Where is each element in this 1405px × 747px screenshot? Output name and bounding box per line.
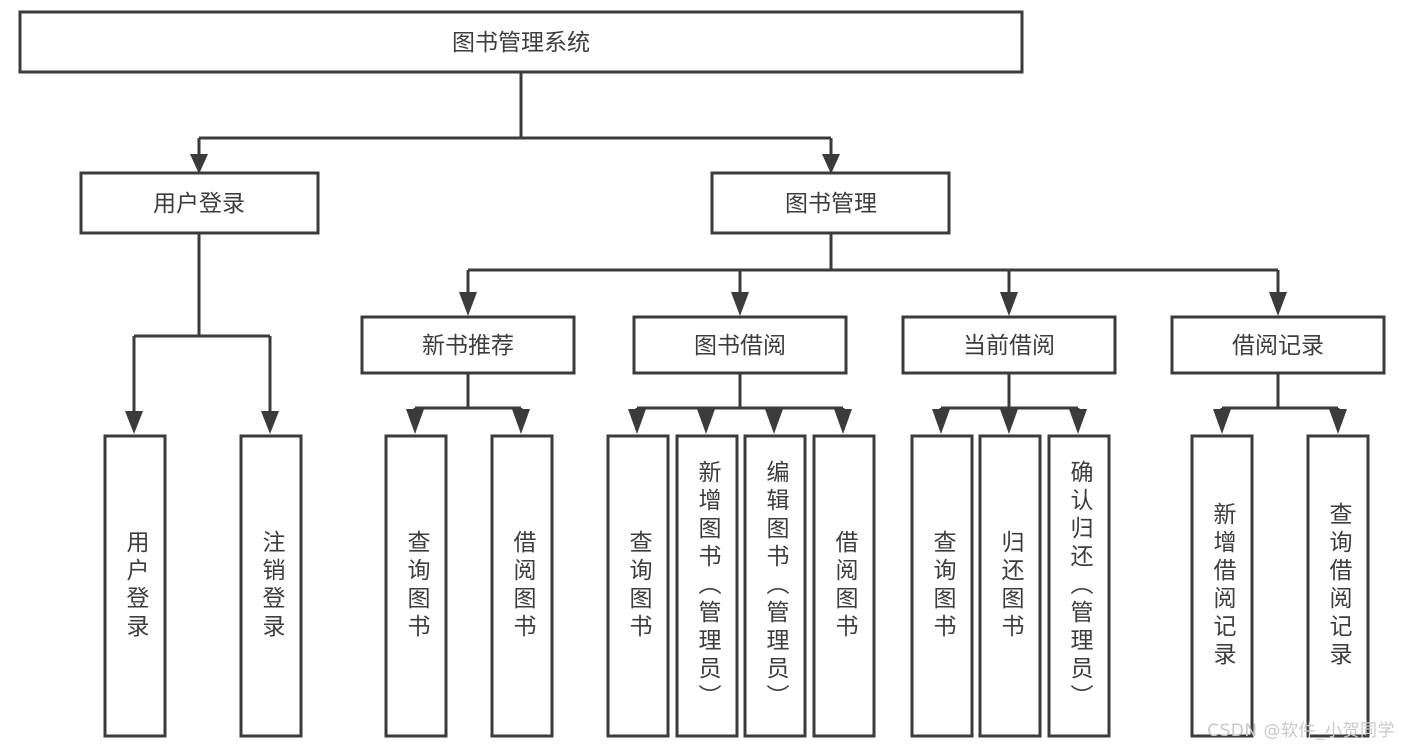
leaf-new-book-rec-0-label: 查询图书 [403, 530, 431, 642]
leaf-book-borrow-0-box [606, 434, 670, 738]
arrow-head-current-borrow [1000, 292, 1018, 316]
arrow-head-current-borrow-leaf-1 [1000, 409, 1018, 434]
leaf-user-login-1-box [239, 434, 303, 738]
leaf-current-borrow-2-box [1047, 434, 1111, 738]
leaf-user-login-1-label: 注销登录 [258, 530, 286, 642]
node-book-manage-label: 图书管理 [785, 191, 877, 217]
arrow-head-new-book-rec-leaf-0 [406, 409, 424, 434]
arrow-head-current-borrow-leaf-2 [1069, 409, 1087, 434]
arrow-head-user-login-leaf-0 [125, 411, 143, 434]
node-current-borrow-box [901, 315, 1117, 375]
node-root-label: 图书管理系统 [452, 30, 590, 56]
leaf-borrow-record-1-label: 查询借阅记录 [1325, 502, 1353, 670]
node-book-borrow[interactable]: 图书借阅 [632, 315, 848, 375]
arrow-head-new-book-rec-leaf-1 [512, 409, 530, 434]
arrow-head-borrow-record-leaf-0 [1213, 409, 1231, 434]
node-new-book-rec-label: 新书推荐 [422, 333, 514, 359]
leaf-new-book-rec-1-label: 借阅图书 [509, 530, 537, 642]
arrow-head-book-manage [822, 154, 840, 174]
connector-group-current-borrow [932, 373, 1087, 434]
connector-group-root [190, 72, 840, 174]
leaf-borrow-record-0-box [1190, 434, 1254, 738]
leaf-current-borrow-0-box [910, 434, 974, 738]
leaf-book-borrow-3-box [812, 434, 876, 738]
leaf-new-book-rec-1-box [490, 434, 554, 738]
arrow-head-book-borrow-leaf-3 [834, 409, 852, 434]
arrow-head-user-login [190, 154, 208, 174]
leaf-borrow-record-0-label: 新增借阅记录 [1209, 502, 1237, 670]
leaf-node[interactable]: 查询图书 [606, 434, 670, 738]
leaf-node[interactable]: 借阅图书 [812, 434, 876, 738]
leaf-new-book-rec-0-box [384, 434, 448, 738]
leaf-node[interactable]: 归还图书 [978, 434, 1042, 738]
node-book-manage[interactable]: 图书管理 [710, 171, 951, 235]
leaf-current-borrow-0-label: 查询图书 [929, 530, 957, 642]
arrow-head-book-borrow [731, 292, 749, 316]
node-current-borrow[interactable]: 当前借阅 [901, 315, 1117, 375]
arrow-head-borrow-record [1269, 292, 1287, 316]
node-book-manage-box [710, 171, 951, 235]
node-borrow-record-box [1170, 315, 1386, 375]
leaf-node[interactable]: 编辑图书（管理员） [743, 434, 807, 738]
node-new-book-rec-box [360, 315, 576, 375]
connector-group-book-borrow [628, 373, 852, 434]
leaf-user-login-0-label: 用户登录 [122, 530, 150, 642]
leaf-borrow-record-1-box [1306, 434, 1370, 738]
node-new-book-rec[interactable]: 新书推荐 [360, 315, 576, 375]
node-book-borrow-box [632, 315, 848, 375]
leaf-book-borrow-1-box [675, 434, 739, 738]
node-current-borrow-label: 当前借阅 [963, 333, 1055, 359]
arrow-head-book-borrow-leaf-2 [765, 409, 783, 434]
arrow-head-book-borrow-leaf-1 [697, 409, 715, 434]
leaf-node[interactable]: 查询图书 [384, 434, 448, 738]
leaf-book-borrow-0-label: 查询图书 [625, 530, 653, 642]
leaf-node[interactable]: 新增图书（管理员） [675, 434, 739, 738]
node-root-box [18, 10, 1024, 74]
connector-group-book-manage [459, 233, 1287, 316]
leaf-book-borrow-2-label: 编辑图书（管理员） [762, 460, 790, 712]
arrow-head-borrow-record-leaf-1 [1329, 409, 1347, 434]
leaf-node[interactable]: 查询借阅记录 [1306, 434, 1370, 738]
connector-group-new-book-rec [406, 373, 530, 434]
leaf-node[interactable]: 新增借阅记录 [1190, 434, 1254, 738]
leaf-book-borrow-3-label: 借阅图书 [831, 530, 859, 642]
node-book-borrow-label: 图书借阅 [694, 333, 786, 359]
leaf-node[interactable]: 注销登录 [239, 434, 303, 738]
leaf-node[interactable]: 借阅图书 [490, 434, 554, 738]
leaf-node[interactable]: 确认归还（管理员） [1047, 434, 1111, 738]
leaf-book-borrow-2-box [743, 434, 807, 738]
leaf-current-borrow-1-label: 归还图书 [997, 530, 1025, 642]
arrow-head-new-book-rec [459, 292, 477, 316]
leaf-current-borrow-2-label: 确认归还（管理员） [1066, 460, 1094, 712]
arrow-head-book-borrow-leaf-0 [628, 409, 646, 434]
node-root[interactable]: 图书管理系统 [18, 10, 1024, 74]
leaf-node[interactable]: 用户登录 [103, 434, 167, 738]
node-user-login[interactable]: 用户登录 [79, 171, 320, 235]
arrow-head-user-login-leaf-1 [261, 411, 279, 434]
connector-group-borrow-record [1213, 373, 1347, 434]
connector-group-user-login [125, 233, 279, 434]
arrow-head-current-borrow-leaf-0 [932, 409, 950, 434]
node-borrow-record-label: 借阅记录 [1232, 333, 1324, 359]
node-user-login-label: 用户登录 [153, 191, 245, 217]
leaf-book-borrow-1-label: 新增图书（管理员） [694, 460, 722, 712]
leaf-user-login-0-box [103, 434, 167, 738]
leaf-node[interactable]: 查询图书 [910, 434, 974, 738]
node-borrow-record[interactable]: 借阅记录 [1170, 315, 1386, 375]
leaf-current-borrow-1-box [978, 434, 1042, 738]
